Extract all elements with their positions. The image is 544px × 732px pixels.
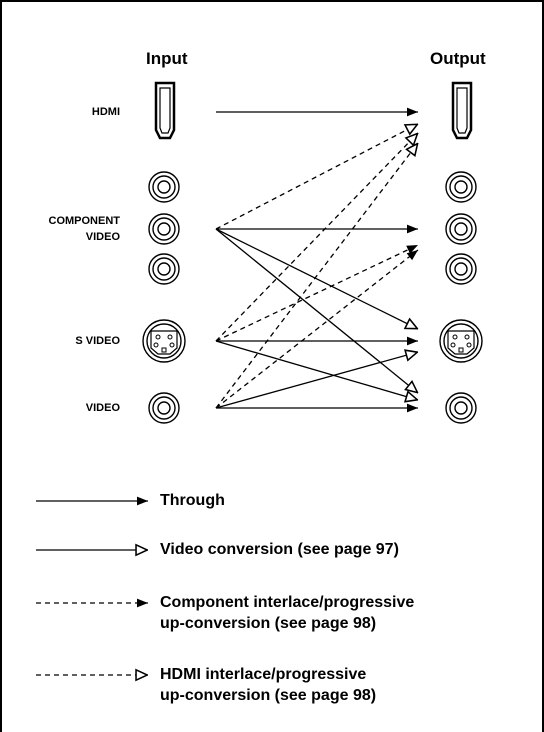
video-input-jack-icon xyxy=(148,392,180,424)
arrow-s-video-to-hdmi xyxy=(215,133,418,342)
component-input-jack-3-icon xyxy=(148,253,180,285)
arrow-video-to-s-video xyxy=(215,352,418,409)
legend-component-upconversion-label: Component interlace/progressive up-conve… xyxy=(160,594,415,632)
input-label-video: VIDEO xyxy=(85,402,120,414)
input-label-component-line1: COMPONENT xyxy=(48,215,121,227)
legend-video-conversion-label: Video conversion (see page 97) xyxy=(160,541,399,558)
component-input-jack-2-icon xyxy=(148,213,180,245)
output-column-heading: Output xyxy=(430,49,486,68)
component-output-jack-1-icon xyxy=(445,171,477,203)
component-output-jack-3-icon xyxy=(445,253,477,285)
s-video-output-connector-icon xyxy=(439,319,483,363)
arrow-video-to-hdmi xyxy=(215,143,418,409)
arrow-component-to-hdmi xyxy=(215,123,418,230)
arrow-s-video-to-video xyxy=(215,340,418,400)
hdmi-input-connector-icon xyxy=(154,81,176,140)
legend-hdmi-upconversion-label: HDMI interlace/progressive up-conversion… xyxy=(160,666,377,704)
input-column-heading: Input xyxy=(146,49,188,68)
component-output-jack-2-icon xyxy=(445,213,477,245)
hdmi-output-connector-icon xyxy=(451,81,473,140)
input-label-component-line2: VIDEO xyxy=(85,231,120,243)
s-video-input-connector-icon xyxy=(142,319,186,363)
input-label-s-video: S VIDEO xyxy=(75,335,120,347)
arrow-s-video-to-component xyxy=(215,244,419,342)
arrow-video-to-component xyxy=(215,249,419,409)
video-output-jack-icon xyxy=(445,392,477,424)
component-input-jack-1-icon xyxy=(148,171,180,203)
arrow-component-to-s-video xyxy=(215,228,418,330)
arrow-component-to-video xyxy=(215,228,418,393)
input-label-hdmi: HDMI xyxy=(91,106,120,118)
legend-through-label: Through xyxy=(160,492,225,509)
